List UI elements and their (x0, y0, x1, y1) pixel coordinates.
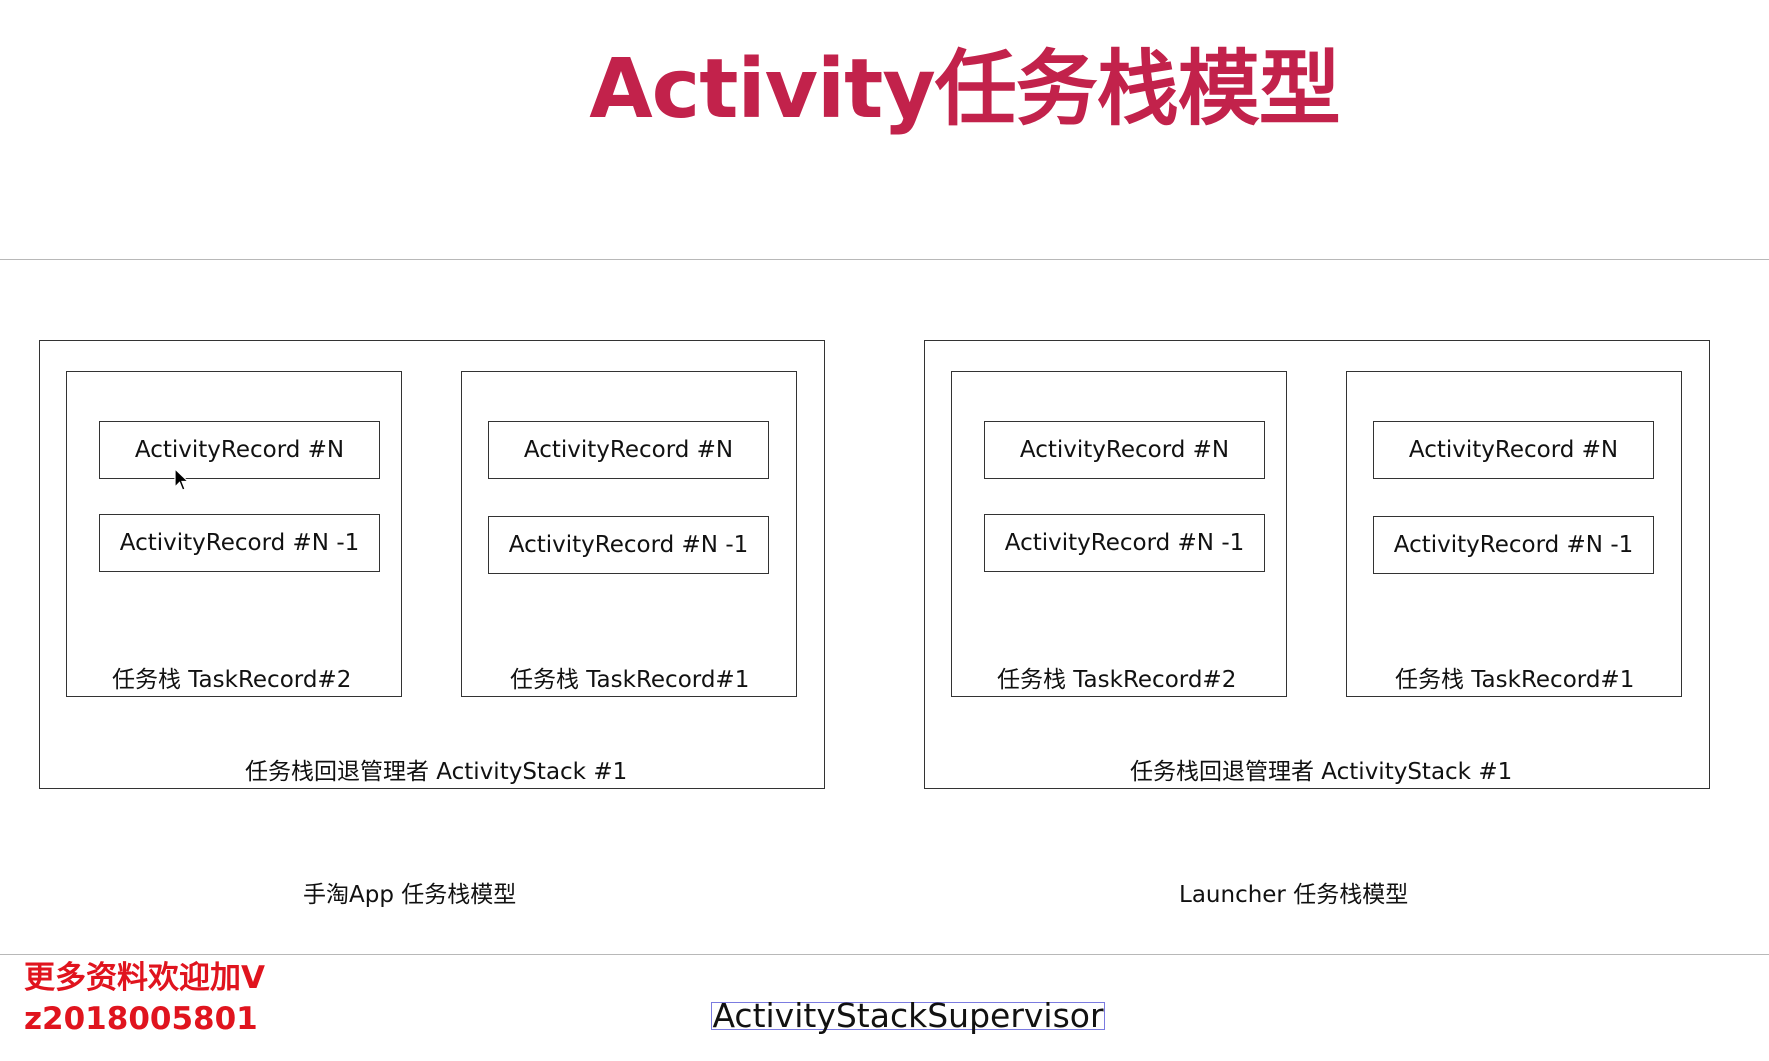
bottom-divider (0, 954, 1769, 955)
model-caption-2: Launcher 任务栈模型 (1179, 882, 1409, 908)
task-record-label-1-1: 任务栈 TaskRecord#1 (510, 667, 750, 693)
task-record-label-2-1: 任务栈 TaskRecord#1 (1395, 667, 1635, 693)
task-record-label-1-2: 任务栈 TaskRecord#2 (112, 667, 352, 693)
task-record-label-2-2: 任务栈 TaskRecord#2 (997, 667, 1237, 693)
activity-record-2-1-n-minus-1: ActivityRecord #N -1 (1373, 516, 1654, 574)
activity-stack-label-2: 任务栈回退管理者 ActivityStack #1 (1130, 759, 1513, 785)
activity-record-2-2-n: ActivityRecord #N (984, 421, 1265, 479)
task-record-box-1-1 (461, 371, 797, 697)
task-record-box-2-1 (1346, 371, 1682, 697)
model-caption-1: 手淘App 任务栈模型 (303, 882, 517, 908)
task-record-box-2-2 (951, 371, 1287, 697)
activity-record-2-1-n: ActivityRecord #N (1373, 421, 1654, 479)
activity-stack-label-1: 任务栈回退管理者 ActivityStack #1 (245, 759, 628, 785)
activity-record-2-2-n-minus-1: ActivityRecord #N -1 (984, 514, 1265, 572)
top-divider (0, 259, 1769, 260)
activity-stack-box-2 (924, 340, 1710, 789)
activity-stack-box-1 (39, 340, 825, 789)
activity-record-1-2-n: ActivityRecord #N (99, 421, 380, 479)
activity-record-1-2-n-minus-1: ActivityRecord #N -1 (99, 514, 380, 572)
activity-record-1-1-n-minus-1: ActivityRecord #N -1 (488, 516, 769, 574)
promo-line-1: 更多资料欢迎加V (24, 960, 265, 996)
activity-record-1-1-n: ActivityRecord #N (488, 421, 769, 479)
task-record-box-1-2 (66, 371, 402, 697)
mouse-pointer-icon (174, 467, 190, 496)
supervisor-label: ActivityStackSupervisor (712, 996, 1104, 1035)
page-title: Activity任务栈模型 (589, 42, 1341, 137)
supervisor-box (711, 1002, 1105, 1030)
promo-line-2: z2018005801 (24, 1001, 258, 1037)
